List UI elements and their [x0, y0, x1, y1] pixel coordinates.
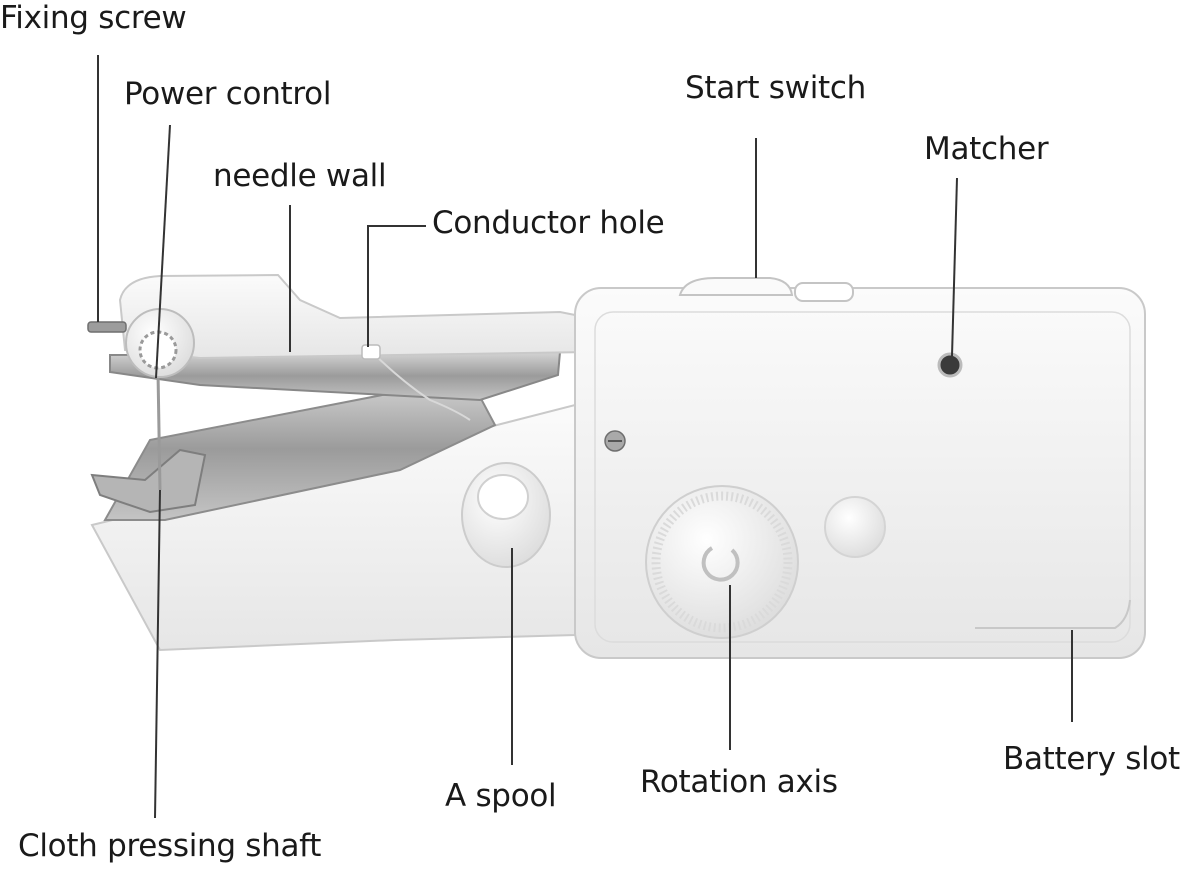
- fixing-screw-pin: [87, 321, 127, 333]
- start-switch: [678, 277, 794, 296]
- label-needle-wall: needle wall: [213, 158, 387, 194]
- rotation-dial-ring: [651, 491, 793, 633]
- needle: [156, 371, 162, 491]
- label-start-switch: Start switch: [685, 70, 866, 106]
- conductor-hole-guide: [361, 344, 381, 360]
- matcher-hole: [937, 352, 963, 378]
- label-cloth-pressing-shaft: Cloth pressing shaft: [18, 828, 322, 864]
- handle-face: [594, 311, 1131, 643]
- battery-slot-cover: [975, 599, 1131, 629]
- side-button: [824, 496, 886, 558]
- leader-conductor-hole: [367, 225, 426, 347]
- spool-cap: [477, 474, 529, 520]
- label-conductor-hole: Conductor hole: [432, 205, 665, 241]
- rotation-arrow-icon: [701, 546, 740, 582]
- label-battery-slot: Battery slot: [1003, 741, 1180, 777]
- label-fixing-screw: Fixing screw: [0, 0, 187, 36]
- switch-slot: [794, 282, 854, 302]
- label-power-control: Power control: [124, 76, 332, 112]
- leader-lines: [97, 55, 1073, 819]
- thread: [369, 349, 471, 421]
- label-rotation-axis: Rotation axis: [640, 764, 838, 800]
- sewing-machine-illustration: [87, 273, 1146, 659]
- presser-foot: [90, 448, 207, 514]
- label-a-spool: A spool: [445, 778, 557, 814]
- leader-power-control: [155, 124, 171, 379]
- label-matcher: Matcher: [924, 131, 1049, 167]
- rotation-dial: [645, 485, 799, 639]
- leader-cloth-pressing-shaft: [154, 489, 161, 819]
- leader-matcher: [951, 177, 958, 357]
